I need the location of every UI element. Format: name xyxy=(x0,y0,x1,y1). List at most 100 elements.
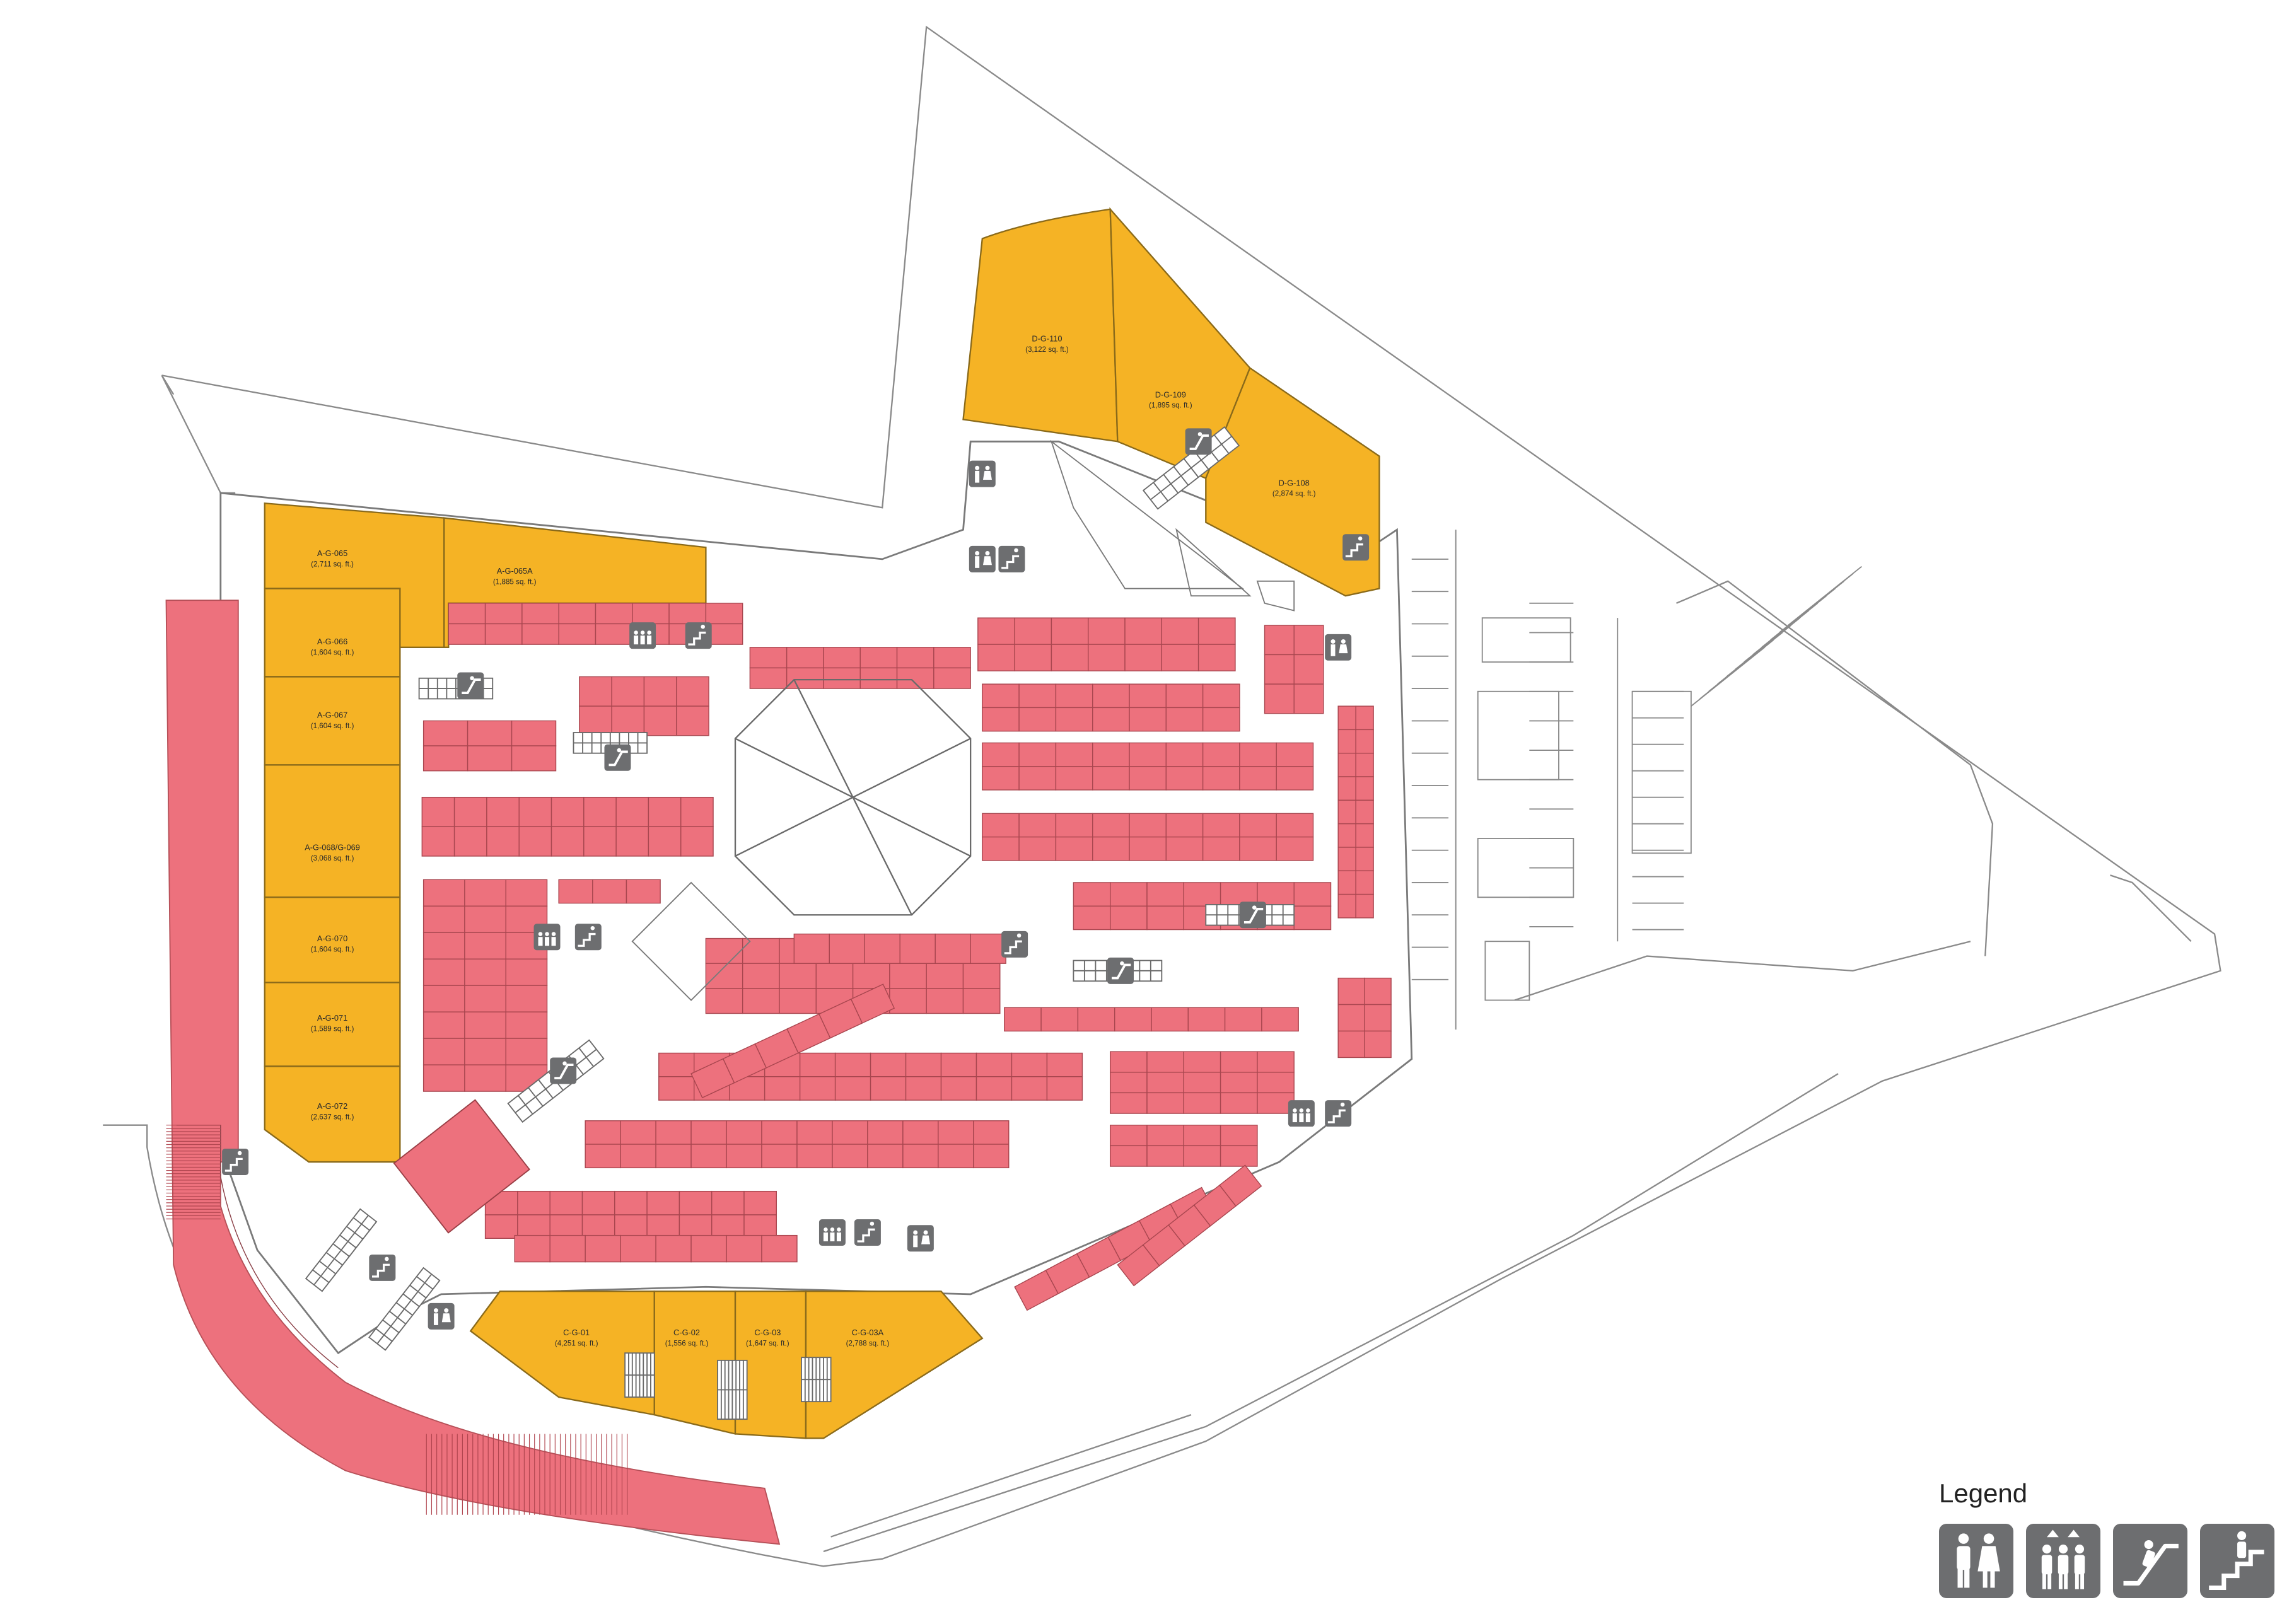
retail-stall[interactable] xyxy=(421,796,455,828)
retail-stall[interactable] xyxy=(926,988,964,1014)
retail-stall[interactable] xyxy=(1109,1051,1148,1073)
retail-stall[interactable] xyxy=(1073,882,1111,907)
retail-stall[interactable] xyxy=(742,937,780,964)
retail-stall[interactable] xyxy=(448,603,486,625)
retail-stall[interactable] xyxy=(676,705,709,736)
map-restroom-icon[interactable] xyxy=(1325,634,1352,661)
retail-stall[interactable] xyxy=(643,705,677,736)
retail-stall[interactable] xyxy=(859,647,898,669)
retail-stall[interactable] xyxy=(1114,1007,1152,1032)
retail-stall[interactable] xyxy=(1092,683,1130,709)
retail-stall[interactable] xyxy=(1257,1072,1295,1094)
retail-stall[interactable] xyxy=(934,933,971,964)
retail-stall[interactable] xyxy=(676,676,709,707)
retail-stall[interactable] xyxy=(690,1120,727,1145)
map-staircase-icon[interactable] xyxy=(369,1254,396,1281)
retail-stall[interactable] xyxy=(1011,1076,1048,1101)
retail-stall[interactable] xyxy=(1018,813,1057,838)
retail-stall[interactable] xyxy=(421,826,455,857)
retail-stall[interactable] xyxy=(1146,1145,1185,1167)
retail-stall[interactable] xyxy=(595,603,633,625)
retail-stall[interactable] xyxy=(648,796,682,828)
retail-stall[interactable] xyxy=(558,879,593,904)
retail-stall[interactable] xyxy=(1183,882,1221,907)
retail-stall[interactable] xyxy=(1276,742,1314,767)
retail-stall[interactable] xyxy=(933,647,971,669)
retail-stall[interactable] xyxy=(680,826,714,857)
retail-stall[interactable] xyxy=(592,879,627,904)
retail-stall[interactable] xyxy=(521,603,559,625)
retail-stall[interactable] xyxy=(1055,683,1093,709)
retail-stall[interactable] xyxy=(658,1052,695,1077)
map-escalator-icon[interactable] xyxy=(1239,902,1266,929)
retail-stall[interactable] xyxy=(1092,836,1130,861)
retail-stall[interactable] xyxy=(517,1214,550,1239)
map-staircase-icon[interactable] xyxy=(1325,1100,1352,1127)
retail-stall[interactable] xyxy=(982,766,1020,791)
retail-stall[interactable] xyxy=(486,796,520,828)
retail-stall[interactable] xyxy=(1046,1076,1083,1101)
retail-stall[interactable] xyxy=(1293,654,1324,685)
retail-stall[interactable] xyxy=(1355,870,1374,895)
retail-stall[interactable] xyxy=(467,720,513,746)
retail-stall[interactable] xyxy=(655,1120,692,1145)
retail-stall[interactable] xyxy=(514,1234,550,1263)
retail-stall[interactable] xyxy=(1018,836,1057,861)
retail-stall[interactable] xyxy=(1337,1030,1365,1058)
retail-stall[interactable] xyxy=(464,879,506,907)
retail-stall[interactable] xyxy=(464,985,506,1012)
retail-stall[interactable] xyxy=(982,683,1020,709)
retail-stall[interactable] xyxy=(761,1120,798,1145)
retail-stall[interactable] xyxy=(422,1038,465,1065)
map-staircase-icon[interactable] xyxy=(854,1219,881,1246)
retail-stall[interactable] xyxy=(1146,905,1185,931)
retail-stall[interactable] xyxy=(1018,766,1057,791)
retail-stall[interactable] xyxy=(1124,617,1163,645)
retail-stall[interactable] xyxy=(1092,813,1130,838)
retail-stall[interactable] xyxy=(1165,742,1204,767)
retail-stall[interactable] xyxy=(1109,1092,1148,1114)
retail-stall[interactable] xyxy=(583,796,617,828)
retail-stall[interactable] xyxy=(870,1052,907,1077)
retail-stall[interactable] xyxy=(1202,742,1240,767)
retail-stall[interactable] xyxy=(796,1120,833,1145)
anchor-d110[interactable] xyxy=(962,208,1119,443)
retail-stall[interactable] xyxy=(779,988,817,1014)
retail-stall[interactable] xyxy=(643,676,677,707)
retail-stall[interactable] xyxy=(422,985,465,1012)
retail-stall[interactable] xyxy=(975,1052,1013,1077)
retail-stall[interactable] xyxy=(422,958,465,986)
retail-stall[interactable] xyxy=(1088,644,1126,671)
retail-stall[interactable] xyxy=(1146,1125,1185,1147)
retail-stall[interactable] xyxy=(484,1214,518,1239)
map-staircase-icon[interactable] xyxy=(1001,931,1028,958)
retail-stall[interactable] xyxy=(705,937,743,964)
map-lift-icon[interactable] xyxy=(533,924,561,951)
retail-stall[interactable] xyxy=(896,647,934,669)
retail-stall[interactable] xyxy=(1220,1145,1258,1167)
retail-stall[interactable] xyxy=(464,958,506,986)
retail-stall[interactable] xyxy=(1055,813,1093,838)
retail-stall[interactable] xyxy=(815,963,854,989)
retail-stall[interactable] xyxy=(1011,1052,1048,1077)
map-escalator-icon[interactable] xyxy=(1185,428,1212,455)
retail-stall[interactable] xyxy=(975,1076,1013,1101)
retail-stall[interactable] xyxy=(620,1120,656,1145)
retail-stall[interactable] xyxy=(799,1076,836,1101)
retail-stall[interactable] xyxy=(1092,742,1130,767)
retail-stall[interactable] xyxy=(1146,882,1185,907)
retail-stall[interactable] xyxy=(558,623,597,645)
retail-stall[interactable] xyxy=(832,1144,868,1169)
map-escalator-icon[interactable] xyxy=(457,672,484,699)
retail-stall[interactable] xyxy=(1276,813,1314,838)
map-staircase-icon[interactable] xyxy=(1342,534,1370,561)
retail-stall[interactable] xyxy=(1337,893,1356,919)
retail-stall[interactable] xyxy=(1014,617,1052,645)
retail-stall[interactable] xyxy=(1364,1004,1392,1032)
retail-stall[interactable] xyxy=(1337,823,1356,848)
retail-stall[interactable] xyxy=(595,623,633,645)
retail-stall[interactable] xyxy=(1239,836,1277,861)
retail-stall[interactable] xyxy=(614,1214,648,1239)
retail-stall[interactable] xyxy=(1092,707,1130,732)
retail-stall[interactable] xyxy=(611,705,645,736)
